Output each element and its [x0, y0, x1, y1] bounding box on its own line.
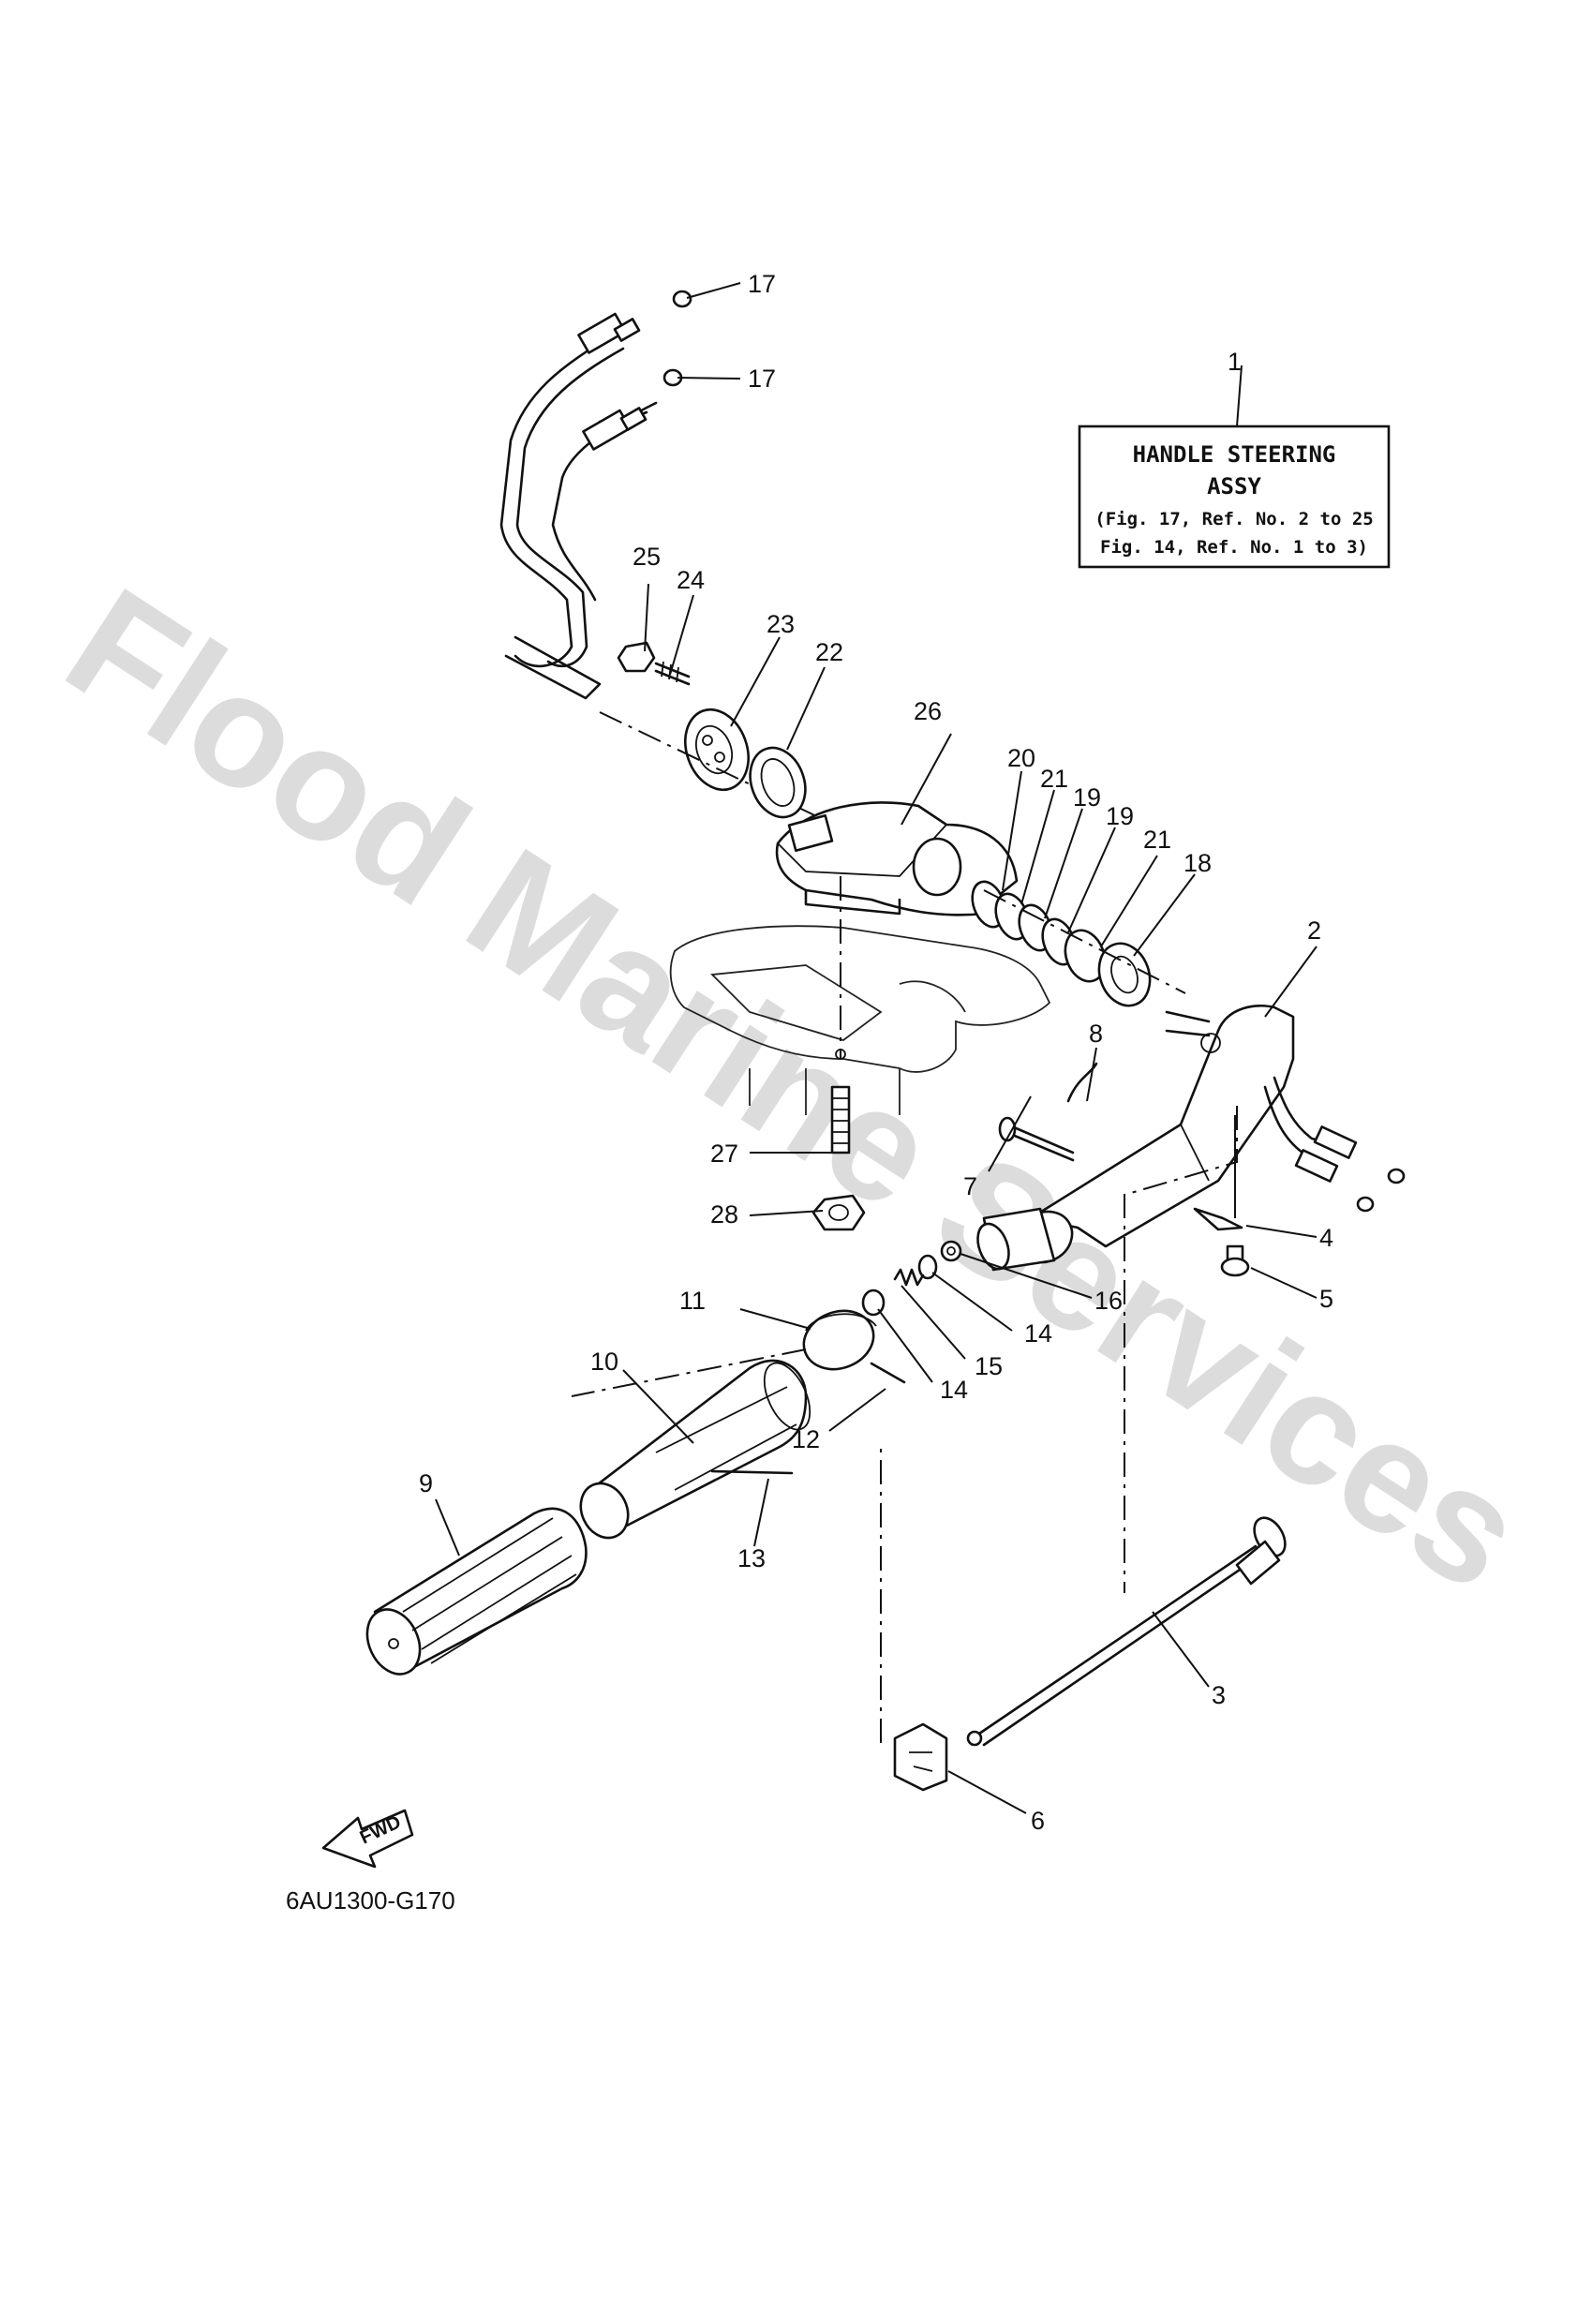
clip-6 [893, 1722, 948, 1792]
nut-28 [811, 1194, 866, 1231]
callout-numbers: 17 17 1 25 24 23 22 26 20 21 19 19 21 18… [419, 270, 1333, 1835]
callout-6: 6 [1031, 1807, 1045, 1835]
callout-14b: 14 [940, 1376, 968, 1404]
callout-10: 10 [590, 1348, 618, 1376]
callout-16: 16 [1094, 1287, 1123, 1315]
shaft-3 [966, 1516, 1287, 1747]
callout-1: 1 [1228, 348, 1242, 376]
plate-23 [684, 708, 750, 792]
ring-22 [749, 746, 807, 819]
washer-14b [861, 1289, 886, 1317]
callout-3: 3 [1212, 1681, 1226, 1709]
tiller-arm-2 [976, 1004, 1406, 1593]
screw-12 [870, 1362, 906, 1384]
callout-26: 26 [914, 697, 942, 725]
callout-21b: 21 [1143, 826, 1171, 854]
screw-13 [710, 1469, 794, 1475]
spring-washers-stack [971, 880, 1152, 1007]
callout-9: 9 [419, 1469, 433, 1497]
callout-12: 12 [792, 1425, 820, 1453]
collar-11 [802, 1309, 877, 1371]
callout-13: 13 [737, 1544, 766, 1572]
callout-17b: 17 [748, 365, 776, 393]
info-box-line2: ASSY [1207, 473, 1261, 499]
fwd-arrow-icon: FWD [321, 1809, 414, 1869]
info-box-line1: HANDLE STEERING [1133, 441, 1336, 468]
callout-25: 25 [633, 543, 661, 571]
callout-17a: 17 [748, 270, 776, 298]
callout-28: 28 [710, 1200, 738, 1229]
callout-22: 22 [815, 638, 843, 666]
callout-7: 7 [963, 1172, 977, 1200]
diagram-code: 6AU1300-G170 [286, 1886, 455, 1914]
pin-7 [998, 1116, 1075, 1162]
washer-16 [940, 1240, 962, 1262]
throttle-tube-10 [579, 1359, 811, 1540]
callout-14a: 14 [1024, 1319, 1052, 1348]
info-box-line4: Fig. 14, Ref. No. 1 to 3) [1100, 537, 1368, 558]
washer-14a [917, 1254, 938, 1280]
callout-23: 23 [767, 610, 795, 638]
callout-19b: 19 [1106, 802, 1134, 830]
callout-8: 8 [1089, 1020, 1103, 1048]
screw-5 [1220, 1244, 1250, 1277]
watermark: Flood Marine Services [37, 555, 1553, 1625]
stud-27 [830, 1085, 851, 1155]
callout-4: 4 [1319, 1224, 1333, 1252]
steering-bracket-ghost [669, 876, 1051, 1115]
info-box-line3: (Fig. 17, Ref. No. 2 to 25 [1094, 509, 1373, 529]
throttle-cables [499, 290, 692, 700]
callout-18: 18 [1184, 849, 1212, 877]
cotter-pin-8 [1066, 1062, 1098, 1103]
plate-4 [1193, 1115, 1243, 1231]
bracket-26 [775, 801, 1019, 916]
nut-25 [617, 641, 656, 673]
grip-9 [365, 1507, 588, 1676]
callout-2: 2 [1307, 916, 1321, 945]
callout-20: 20 [1007, 744, 1035, 772]
info-box: HANDLE STEERING ASSY (Fig. 17, Ref. No. … [1078, 365, 1391, 569]
callout-11: 11 [679, 1287, 706, 1315]
callout-15: 15 [975, 1352, 1003, 1380]
callout-leaders [435, 282, 1317, 1814]
callout-19a: 19 [1073, 783, 1101, 812]
spring-15 [893, 1268, 925, 1287]
callout-5: 5 [1319, 1285, 1333, 1313]
callout-24: 24 [677, 566, 705, 594]
callout-27: 27 [710, 1140, 738, 1168]
callout-21a: 21 [1040, 765, 1068, 793]
